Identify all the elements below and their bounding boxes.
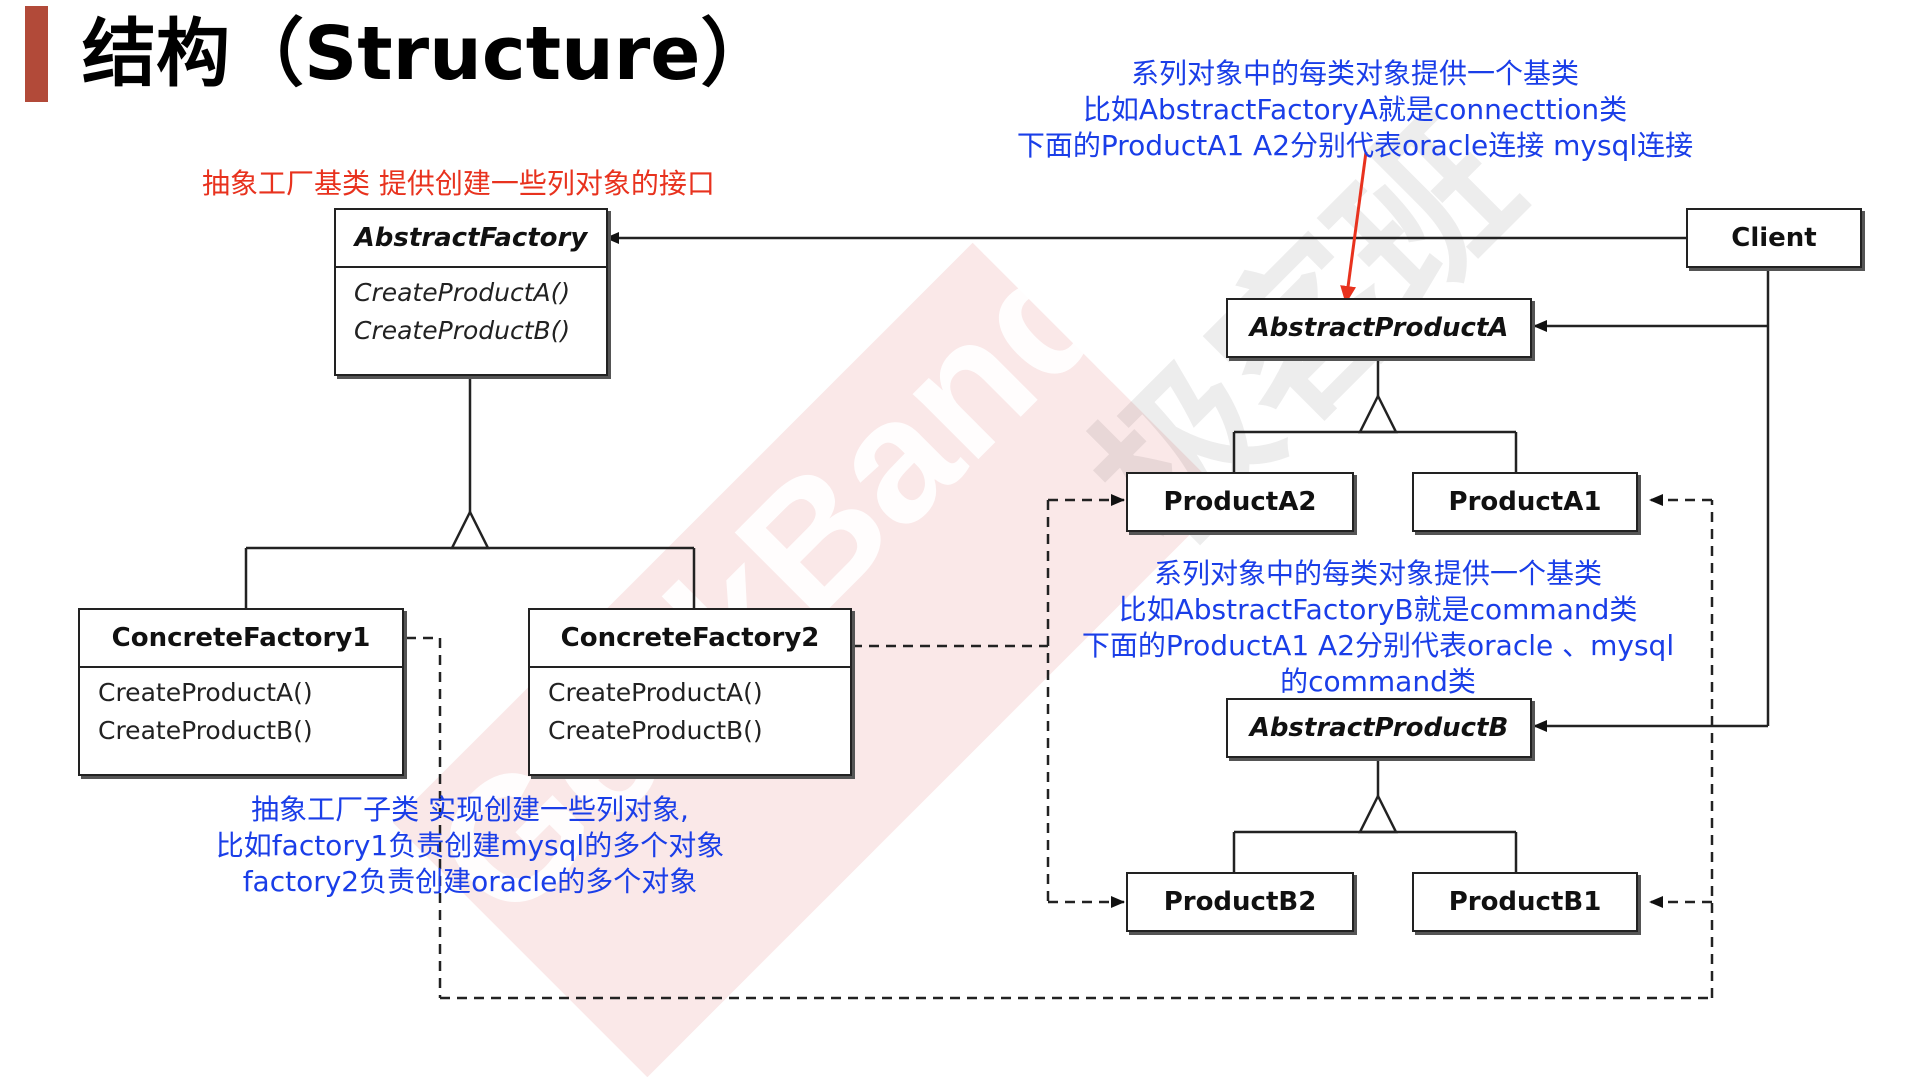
class-product-a2: ProductA2	[1126, 472, 1354, 532]
class-name: AbstractProductA	[1249, 313, 1509, 343]
class-name: ConcreteFactory2	[560, 623, 820, 653]
class-product-b1: ProductB1	[1412, 872, 1638, 932]
class-name: ProductA1	[1448, 487, 1602, 517]
class-concrete-factory1: ConcreteFactory1 CreateProductA() Create…	[78, 608, 404, 776]
class-abstract-product-b: AbstractProductB	[1226, 698, 1532, 758]
class-name: ProductB1	[1448, 887, 1602, 917]
class-concrete-factory2: ConcreteFactory2 CreateProductA() Create…	[528, 608, 852, 776]
note-line: factory2负责创建oracle的多个对象	[242, 865, 698, 898]
note-line: 的command类	[1280, 665, 1476, 698]
class-product-b2: ProductB2	[1126, 872, 1354, 932]
operation: CreateProductA()	[548, 678, 763, 707]
class-name: Client	[1731, 223, 1817, 253]
class-abstract-product-a: AbstractProductA	[1226, 298, 1532, 358]
class-name: ProductB2	[1163, 887, 1317, 917]
class-operations: CreateProductA() CreateProductB()	[530, 666, 850, 756]
note-line: 比如AbstractFactoryA就是connecttion类	[1082, 93, 1628, 126]
operation: CreateProductB()	[548, 716, 763, 745]
operation: CreateProductA()	[354, 278, 571, 307]
title-accent-bar	[25, 6, 48, 102]
class-operations: CreateProductA() CreateProductB()	[336, 266, 606, 356]
operation: CreateProductB()	[354, 316, 571, 345]
note-line: 下面的ProductA1 A2分别代表oracle 、mysql	[1081, 629, 1675, 662]
note-line: 系列对象中的每类对象提供一个基类	[1153, 557, 1602, 590]
operation: CreateProductA()	[98, 678, 313, 707]
note-line: 抽象工厂子类 实现创建一些列对象,	[251, 793, 689, 826]
class-name: AbstractProductB	[1249, 713, 1509, 743]
note-line: 抽象工厂基类 提供创建一些列对象的接口	[202, 167, 715, 200]
class-operations: CreateProductA() CreateProductB()	[80, 666, 402, 756]
diagram-connectors	[244, 151, 1770, 1000]
note-line: 比如AbstractFactoryB就是command类	[1118, 593, 1638, 626]
note-concrete-factory: 抽象工厂子类 实现创建一些列对象, 比如factory1负责创建mysql的多个…	[190, 792, 750, 900]
class-abstract-factory: AbstractFactory CreateProductA() CreateP…	[334, 208, 608, 376]
note-product-b: 系列对象中的每类对象提供一个基类 比如AbstractFactoryB就是com…	[1068, 556, 1688, 700]
note-line: 系列对象中的每类对象提供一个基类	[1130, 57, 1579, 90]
class-name: AbstractFactory	[354, 223, 588, 253]
class-product-a1: ProductA1	[1412, 472, 1638, 532]
page-title: 结构（Structure）	[82, 11, 775, 97]
class-name: ProductA2	[1163, 487, 1317, 517]
note-line: 比如factory1负责创建mysql的多个对象	[215, 829, 725, 862]
class-client: Client	[1686, 208, 1862, 268]
note-line: 下面的ProductA1 A2分别代表oracle连接 mysql连接	[1016, 129, 1694, 162]
operation: CreateProductB()	[98, 716, 313, 745]
note-abstract-factory: 抽象工厂基类 提供创建一些列对象的接口	[202, 166, 715, 202]
note-product-a: 系列对象中的每类对象提供一个基类 比如AbstractFactoryA就是con…	[1010, 56, 1700, 164]
class-name: ConcreteFactory1	[111, 623, 371, 653]
